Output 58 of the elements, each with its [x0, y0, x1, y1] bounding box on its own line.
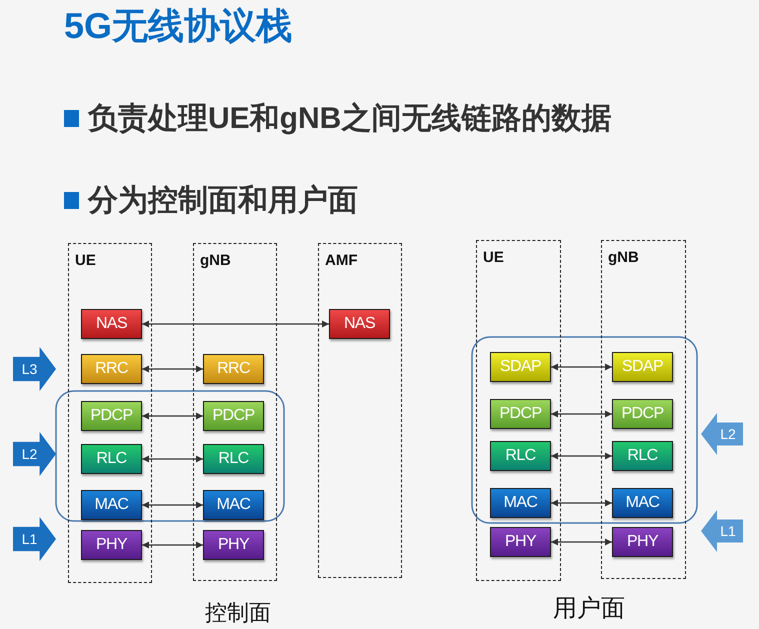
bullet-text: 分为控制面和用户面: [88, 183, 358, 219]
protocol-layer-box: PDCP: [490, 399, 551, 429]
protocol-layer-box: SDAP: [612, 352, 673, 382]
protocol-layer-box: PHY: [490, 527, 551, 557]
protocol-layer-box: RRC: [203, 354, 264, 384]
layer-label: L1: [720, 523, 736, 539]
layer-label: L1: [22, 531, 38, 547]
slide-title: 5G无线协议栈: [64, 4, 292, 48]
double-arrow: [142, 542, 203, 548]
diagram-caption: 控制面: [205, 599, 271, 627]
stack-column: [193, 243, 277, 581]
protocol-layer-box: RRC: [81, 354, 142, 384]
column-heading: gNB: [608, 249, 639, 266]
protocol-layer-box: PHY: [612, 527, 673, 557]
double-arrow: [551, 452, 612, 460]
layer-arrow: [13, 432, 56, 476]
bullet-text: 负责处理UE和gNB之间无线链路的数据: [88, 101, 612, 137]
layer-arrow: [701, 510, 743, 552]
protocol-layer-box: RLC: [612, 441, 673, 471]
column-heading: gNB: [200, 252, 231, 269]
protocol-layer-box: MAC: [203, 490, 264, 520]
double-arrow: [551, 538, 612, 546]
double-arrow: [142, 456, 203, 462]
protocol-layer-box: PDCP: [203, 401, 264, 431]
double-arrow: [142, 320, 329, 328]
diagram-caption: 用户面: [553, 594, 625, 624]
protocol-layer-box: MAC: [612, 488, 673, 518]
protocol-layer-box: MAC: [81, 490, 142, 520]
layer-arrow: [701, 413, 743, 455]
layer-arrow: [13, 347, 56, 391]
stack-column: [68, 243, 152, 583]
layer-arrow: [13, 517, 56, 561]
stack-column: [601, 240, 686, 579]
protocol-layer-box: PDCP: [81, 401, 142, 431]
double-arrow: [551, 364, 612, 370]
protocol-layer-box: RLC: [203, 444, 264, 474]
double-arrow: [551, 500, 612, 506]
layer-label: L3: [22, 361, 38, 377]
stack-column: [476, 240, 561, 581]
protocol-layer-box: RLC: [490, 441, 551, 471]
protocol-layer-box: SDAP: [490, 352, 551, 382]
column-heading: UE: [75, 252, 96, 269]
stack-column: [318, 243, 402, 578]
column-heading: UE: [483, 249, 504, 266]
protocol-layer-box: NAS: [329, 309, 390, 339]
protocol-layer-box: PDCP: [612, 399, 673, 429]
double-arrow: [142, 412, 203, 420]
protocol-layer-box: MAC: [490, 488, 551, 518]
double-arrow: [142, 366, 203, 372]
protocol-layer-box: RLC: [81, 444, 142, 474]
double-arrow: [142, 502, 203, 508]
column-heading: AMF: [325, 252, 358, 269]
protocol-layer-box: NAS: [81, 309, 142, 339]
protocol-layer-box: PHY: [203, 530, 264, 560]
layer-label: L2: [720, 426, 736, 442]
double-arrow: [551, 410, 612, 418]
protocol-layer-box: PHY: [81, 530, 142, 560]
layer-label: L2: [22, 446, 38, 462]
